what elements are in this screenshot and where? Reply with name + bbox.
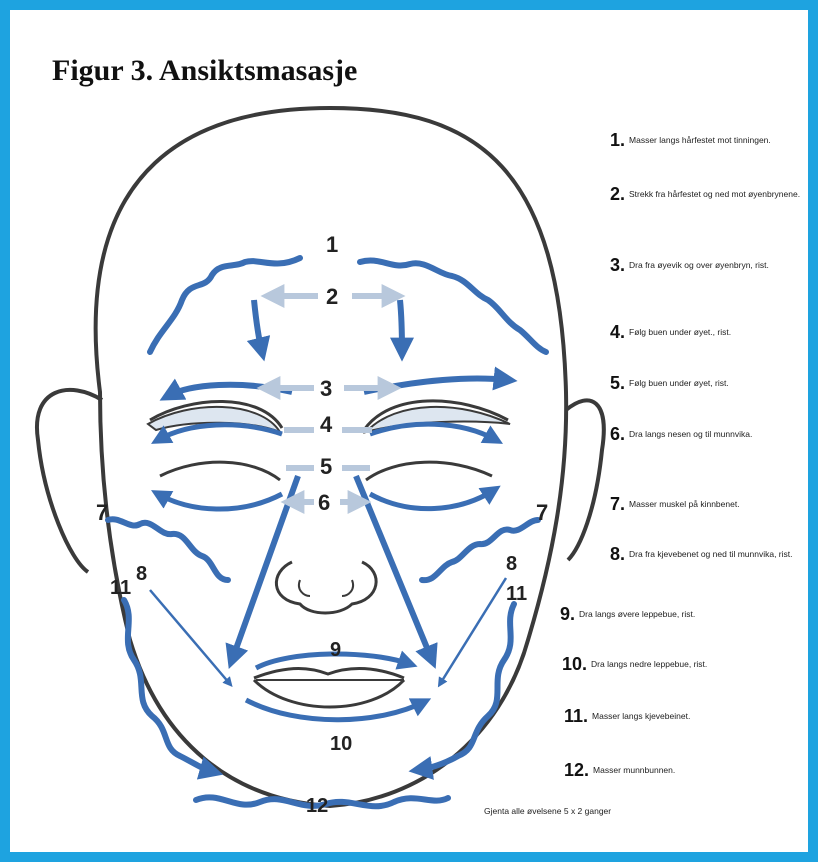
arrow-2-right <box>400 300 402 352</box>
face-label-11-right: 11 <box>506 583 527 605</box>
face-label-9: 9 <box>330 639 341 661</box>
arrow-4-right <box>370 424 496 440</box>
face-label-4: 4 <box>320 412 333 437</box>
arrow-4-left <box>158 425 282 440</box>
face-label-1: 1 <box>326 232 338 257</box>
face-label-7-right: 7 <box>536 500 548 525</box>
arrow-5-left <box>158 494 282 509</box>
arrow-11-left <box>124 600 214 772</box>
arrow-5-right <box>370 490 494 509</box>
face-label-8-right: 8 <box>506 553 517 575</box>
arrow-8-left <box>150 590 230 684</box>
arrow-7-right <box>422 520 538 580</box>
mouth-lower-lip <box>254 680 404 707</box>
face-label-11-left: 11 <box>110 577 131 599</box>
left-ear <box>37 390 102 572</box>
right-ear <box>566 400 604 560</box>
right-eye <box>366 462 492 480</box>
arrow-1-left <box>150 258 300 352</box>
face-label-5: 5 <box>320 454 332 479</box>
repeat-note: Gjenta alle øvelsene 5 x 2 ganger <box>484 806 611 816</box>
arrow-1-right <box>360 260 546 352</box>
mouth-upper-lip <box>254 669 404 679</box>
face-label-7-left: 7 <box>96 500 108 525</box>
left-eye <box>160 462 280 480</box>
face-label-6: 6 <box>318 490 330 515</box>
arrow-7-left <box>108 519 228 580</box>
face-label-8-left: 8 <box>136 563 147 585</box>
arrow-2-left <box>254 300 262 352</box>
face-label-12: 12 <box>306 795 328 817</box>
arrow-8-right <box>440 578 506 684</box>
arrow-10 <box>246 700 424 720</box>
nose <box>276 562 376 613</box>
face-label-3: 3 <box>320 376 332 401</box>
face-label-2: 2 <box>326 284 338 309</box>
face-label-10: 10 <box>330 733 352 755</box>
